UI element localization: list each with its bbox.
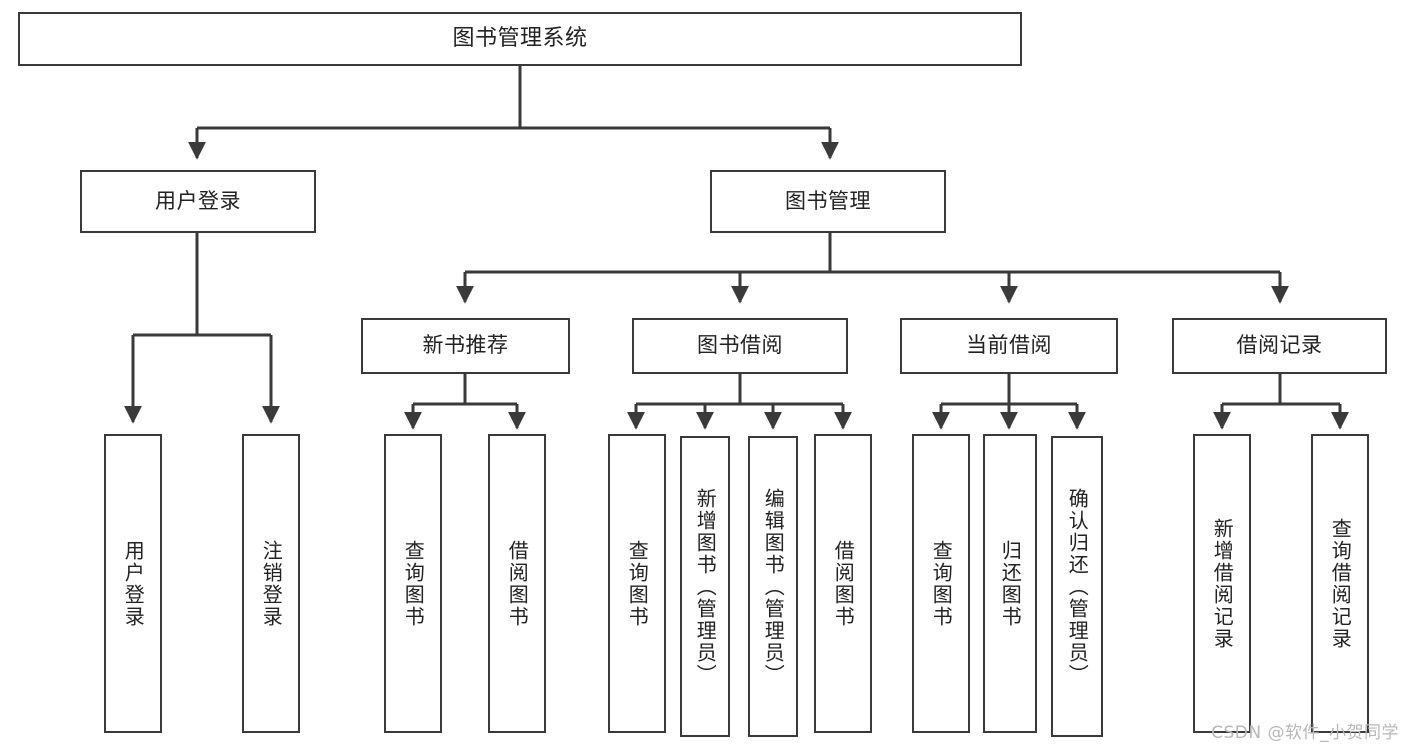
- node-book-borrow[interactable]: 图书借阅: [632, 318, 848, 374]
- leaf-label: 注销登录: [259, 539, 284, 628]
- leaf-label: 编辑图书（管理员）: [761, 487, 786, 686]
- leaf-current-query-book[interactable]: 查询图书: [912, 434, 970, 733]
- node-current-borrow-label: 当前借阅: [966, 333, 1052, 358]
- leaf-user-login-signin[interactable]: 用户登录: [104, 434, 162, 733]
- leaf-borrow-edit-book-admin[interactable]: 编辑图书（管理员）: [748, 436, 798, 737]
- leaf-label: 查询图书: [401, 539, 426, 628]
- leaf-label: 借阅图书: [505, 539, 530, 628]
- node-current-borrow[interactable]: 当前借阅: [900, 318, 1118, 374]
- node-book-borrow-label: 图书借阅: [697, 333, 783, 358]
- leaf-newbook-borrow-book[interactable]: 借阅图书: [488, 434, 546, 733]
- leaf-user-login-signout[interactable]: 注销登录: [242, 434, 300, 733]
- node-user-login-label: 用户登录: [155, 188, 241, 213]
- node-borrow-record[interactable]: 借阅记录: [1172, 318, 1387, 374]
- node-user-login[interactable]: 用户登录: [80, 170, 316, 233]
- leaf-label: 查询图书: [625, 539, 650, 628]
- leaf-borrow-query-book[interactable]: 查询图书: [608, 434, 666, 733]
- leaf-label: 用户登录: [121, 539, 146, 628]
- leaf-label: 借阅图书: [831, 539, 856, 628]
- leaf-borrow-borrow-book[interactable]: 借阅图书: [814, 434, 872, 733]
- leaf-record-add-record[interactable]: 新增借阅记录: [1193, 434, 1251, 733]
- leaf-record-query-record[interactable]: 查询借阅记录: [1311, 434, 1369, 733]
- leaf-label: 新增借阅记录: [1210, 517, 1235, 650]
- leaf-label: 确认归还（管理员）: [1065, 487, 1090, 686]
- leaf-label: 新增图书（管理员）: [693, 487, 718, 686]
- node-book-management-label: 图书管理: [785, 188, 871, 213]
- node-new-book-recommend[interactable]: 新书推荐: [361, 318, 570, 374]
- leaf-label: 归还图书: [998, 539, 1023, 628]
- node-root-label: 图书管理系统: [452, 25, 588, 51]
- leaf-label: 查询图书: [929, 539, 954, 628]
- leaf-current-return-book[interactable]: 归还图书: [983, 434, 1037, 733]
- leaf-borrow-add-book-admin[interactable]: 新增图书（管理员）: [680, 436, 730, 737]
- leaf-label: 查询借阅记录: [1328, 517, 1353, 650]
- node-root[interactable]: 图书管理系统: [18, 12, 1022, 66]
- node-book-management[interactable]: 图书管理: [710, 170, 946, 233]
- leaf-current-confirm-return-admin[interactable]: 确认归还（管理员）: [1051, 436, 1103, 737]
- leaf-newbook-query-book[interactable]: 查询图书: [384, 434, 442, 733]
- node-borrow-record-label: 借阅记录: [1236, 333, 1323, 358]
- node-new-book-recommend-label: 新书推荐: [422, 333, 509, 358]
